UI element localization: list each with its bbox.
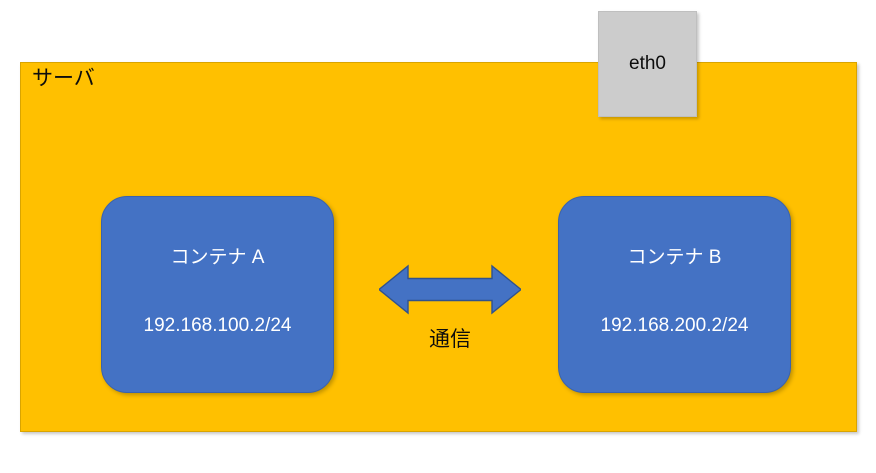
container-b-title: コンテナ B (627, 246, 722, 268)
container-a-box: コンテナ A 192.168.100.2/24 (101, 196, 334, 393)
container-b-ip-address: 192.168.200.2/24 (600, 314, 749, 336)
eth0-label: eth0 (629, 53, 666, 74)
connection-label: 通信 (429, 328, 471, 351)
eth0-interface-box: eth0 (598, 11, 697, 117)
container-b-box: コンテナ B 192.168.200.2/24 (558, 196, 791, 393)
container-a-title: コンテナ A (170, 246, 265, 268)
container-a-ip-address: 192.168.100.2/24 (143, 314, 292, 336)
double-arrow-icon (379, 263, 521, 316)
server-label: サーバ (32, 67, 95, 90)
